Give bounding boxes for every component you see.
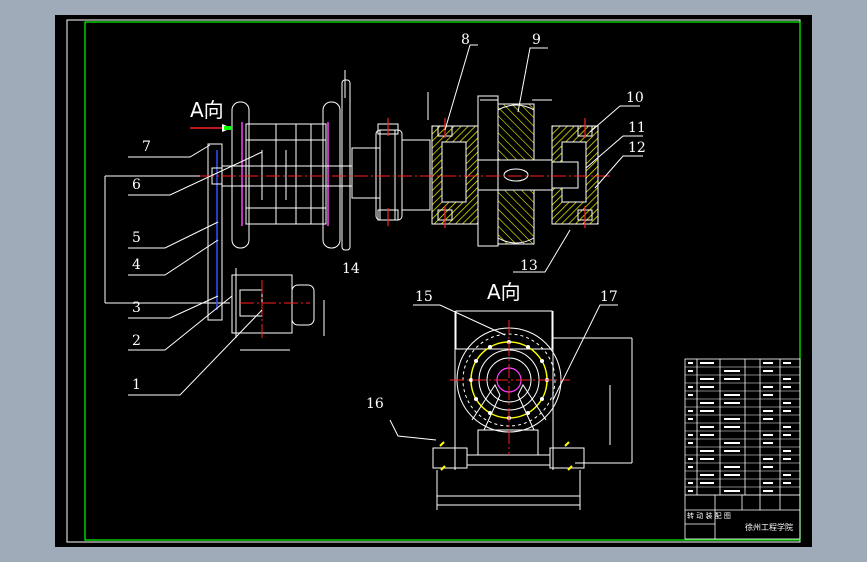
callout-17: 17	[600, 289, 618, 305]
parts-list-entry	[724, 442, 740, 444]
parts-list-entry	[700, 402, 714, 404]
view-a-arrow	[190, 124, 232, 132]
institution-name: 徐州工程学院	[745, 523, 793, 532]
parts-list-entry	[763, 394, 773, 396]
parts-list-entry	[783, 362, 791, 364]
parts-list-entry	[700, 426, 714, 428]
parts-list-entry	[700, 458, 714, 460]
callout-16: 16	[366, 396, 384, 412]
parts-list-entry	[724, 450, 740, 452]
parts-list-entry	[688, 434, 693, 436]
parts-list-entry	[700, 450, 714, 452]
parts-list-entry	[724, 418, 740, 420]
parts-list-entry	[783, 378, 791, 380]
callout-15: 15	[415, 289, 433, 305]
parts-list-entry	[688, 466, 693, 468]
parts-list-entry	[763, 490, 773, 492]
parts-list-entry	[783, 458, 791, 460]
callout-6: 6	[132, 177, 141, 193]
parts-list-entry	[688, 418, 693, 420]
parts-list-entry	[724, 402, 740, 404]
callout-2: 2	[132, 333, 141, 349]
drawing-title: 转 动 装 配 图	[687, 512, 731, 520]
parts-list-entry	[688, 386, 693, 388]
parts-list-entry	[724, 394, 740, 396]
parts-list-entry	[783, 434, 791, 436]
callout-4: 4	[132, 257, 141, 273]
parts-list-entry	[783, 482, 791, 484]
parts-list-entry	[688, 370, 693, 372]
parts-list-entry	[688, 410, 693, 412]
parts-list-entry	[783, 426, 791, 428]
drawing-frame	[84, 21, 801, 541]
parts-list-entry	[688, 442, 693, 444]
callout-5: 5	[132, 230, 141, 246]
leader-lines	[128, 44, 643, 441]
view-a-label: A向	[190, 98, 224, 122]
section-a-centerlines	[450, 320, 570, 455]
parts-list-entry	[763, 418, 773, 420]
callout-14: 14	[342, 261, 360, 277]
parts-list-entry	[783, 386, 791, 388]
parts-list-entry	[700, 482, 714, 484]
main-section-view	[104, 70, 599, 351]
parts-list-entry	[763, 410, 773, 412]
callout-1: 1	[132, 377, 141, 393]
parts-list-entry	[783, 450, 791, 452]
section-a-yellow-pins	[439, 441, 573, 471]
parts-list-entry	[763, 442, 773, 444]
callout-9: 9	[532, 32, 541, 48]
parts-list-entry	[700, 386, 714, 388]
callout-11: 11	[628, 120, 646, 136]
title-block-rows	[685, 366, 800, 496]
section-a-bolt-holes	[469, 340, 549, 420]
section-a-label: A向	[487, 280, 521, 304]
parts-list-entry	[763, 458, 773, 460]
parts-list-entry	[763, 362, 773, 364]
parts-list-entry	[763, 386, 773, 388]
parts-list-entry	[700, 474, 714, 476]
parts-list-entry	[763, 370, 773, 372]
parts-list-entry	[724, 378, 740, 380]
callout-10: 10	[626, 90, 644, 106]
parts-list-entry	[783, 474, 791, 476]
parts-list-entry	[724, 370, 740, 372]
callout-12: 12	[628, 140, 646, 156]
parts-list-entry	[783, 410, 791, 412]
parts-list-entry	[763, 482, 773, 484]
parts-list-entry	[724, 474, 740, 476]
parts-list-entry	[700, 410, 714, 412]
callout-8: 8	[461, 32, 470, 48]
parts-list-entry	[700, 362, 714, 364]
parts-list-entry	[724, 466, 740, 468]
parts-list-entry	[688, 482, 693, 484]
parts-list-entry	[700, 434, 714, 436]
parts-list-entry	[724, 426, 740, 428]
parts-list-entry	[688, 394, 693, 396]
parts-list-entry	[783, 402, 791, 404]
callout-7: 7	[142, 139, 151, 155]
parts-list-entry	[688, 490, 693, 492]
callout-3: 3	[132, 300, 141, 316]
callout-13: 13	[520, 258, 538, 274]
parts-list-entry	[688, 458, 693, 460]
parts-list-entry	[724, 490, 740, 492]
parts-list-entry	[763, 466, 773, 468]
title-block-entries	[688, 362, 791, 492]
parts-list-entry	[763, 434, 773, 436]
parts-list-entry	[700, 378, 714, 380]
parts-list-entry	[688, 362, 693, 364]
